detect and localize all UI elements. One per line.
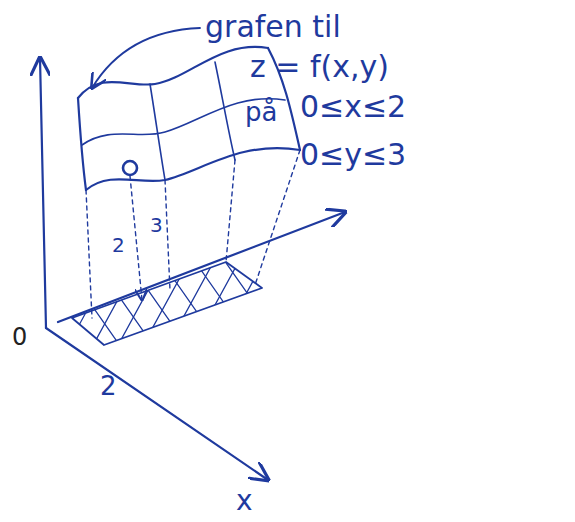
projection-lines: [86, 150, 300, 318]
caption-text: grafen til: [205, 10, 341, 43]
tick-label: 2: [100, 372, 117, 401]
axis-label: x: [236, 486, 253, 517]
domain-bound: 0≤x≤2: [300, 90, 406, 123]
tick-label: 2: [112, 234, 125, 256]
origin-label: 0: [12, 324, 27, 350]
domain-hatch: [60, 240, 295, 360]
y-axis: [58, 212, 345, 322]
leader-line: [92, 28, 200, 88]
surface-edge: [86, 148, 300, 190]
surface-point: [123, 161, 137, 175]
surface-edge: [78, 47, 268, 98]
surface-grid: [82, 99, 285, 145]
z-axis: [40, 58, 46, 328]
x-axis: [46, 328, 268, 480]
formula: z = f(x,y): [250, 50, 389, 83]
caption-text: på: [245, 98, 277, 127]
surface-grid: [215, 62, 235, 160]
surface-grid: [150, 84, 165, 180]
tick-label: 3: [150, 214, 163, 236]
domain-bound: 0≤y≤3: [300, 138, 406, 171]
